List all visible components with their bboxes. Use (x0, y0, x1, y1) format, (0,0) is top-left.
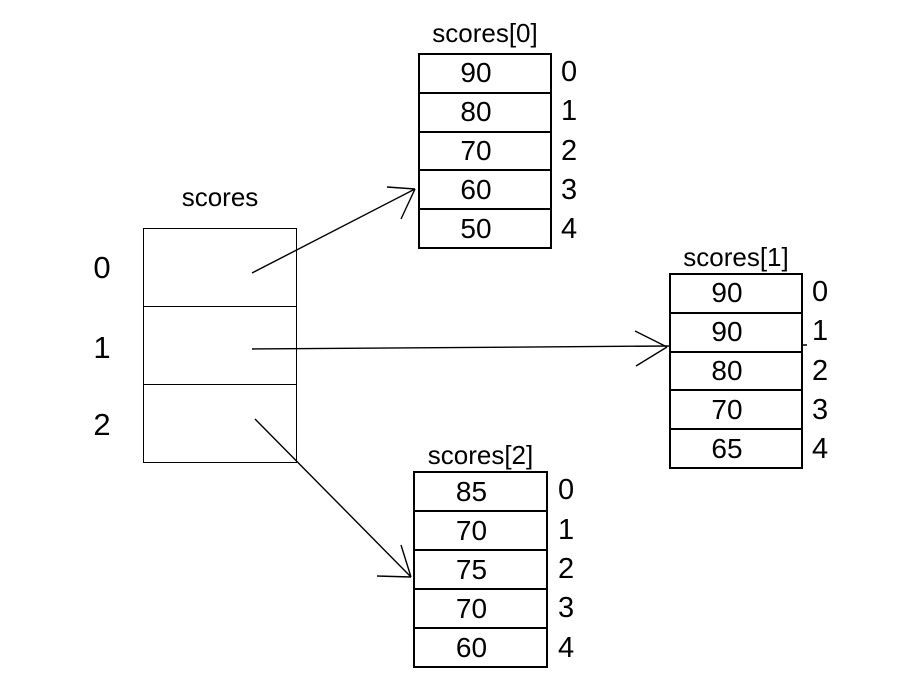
index-label: 2 (812, 354, 829, 387)
array-cell: 80 (420, 91, 550, 131)
index-label: 0 (561, 56, 578, 89)
array-cell: 70 (415, 588, 546, 627)
array-cell: 50 (420, 208, 550, 247)
array-cell: 75 (415, 549, 546, 588)
index-gutter-scores0: 0 1 2 3 4 (561, 53, 601, 249)
array-cell: 60 (420, 169, 550, 208)
index-gutter-scores1: 0 1 2 3 4 (812, 273, 852, 469)
array-title-scores2: scores[2] (427, 440, 534, 470)
array-table-scores1: 90 90 80 70 65 (669, 273, 803, 469)
array-cell: 90 (711, 277, 743, 309)
arrowhead-barb (400, 544, 412, 578)
index-label: 0 (558, 474, 575, 507)
pointer-index-label: 0 (93, 250, 111, 285)
array-cell: 70 (420, 130, 550, 170)
index-label: 4 (558, 631, 575, 664)
array-cell: 60 (415, 627, 546, 666)
arrowhead-barb (376, 575, 412, 578)
pointer-cell-0 (144, 229, 296, 306)
arrowhead-barb (634, 330, 668, 348)
array-table-scores0: 90 80 70 60 50 (418, 53, 552, 249)
index-gutter-scores2: 0 1 2 3 4 (558, 471, 598, 668)
array-cell: 90 (460, 57, 492, 89)
index-label: 4 (812, 432, 829, 465)
index-label: 1 (812, 315, 829, 348)
array-title-scores1: scores[1] (683, 242, 789, 272)
index-label: 3 (561, 173, 578, 206)
index-label: 2 (561, 134, 578, 167)
pointer-array-title: scores (181, 182, 259, 212)
index-label: 3 (558, 592, 575, 625)
array-cell: 80 (671, 350, 801, 390)
array-cell: 70 (415, 510, 546, 549)
array-cell: 85 (455, 475, 488, 507)
array-cell: 90 (671, 311, 801, 351)
pointer-index-label: 2 (93, 407, 111, 442)
pointer-cell-2 (144, 384, 296, 462)
pointer-cell-1 (144, 306, 296, 384)
index-label: 0 (812, 276, 829, 309)
index-label: 4 (561, 212, 578, 245)
index-label: 3 (812, 393, 829, 426)
array-cell: 70 (671, 389, 801, 428)
index-label: 1 (558, 513, 575, 546)
index-label: 2 (558, 553, 575, 586)
array-title-scores0: scores[0] (432, 18, 538, 48)
arrowhead-barb (635, 346, 668, 367)
index-label: 1 (561, 95, 578, 128)
arrowhead-barb (400, 188, 416, 220)
array-cell: 65 (671, 428, 801, 467)
pointer-index-label: 1 (93, 330, 111, 365)
pointer-array-box (143, 228, 297, 463)
arrowhead-barb (386, 186, 416, 190)
array-table-scores2: 85 70 75 70 60 (413, 471, 548, 668)
